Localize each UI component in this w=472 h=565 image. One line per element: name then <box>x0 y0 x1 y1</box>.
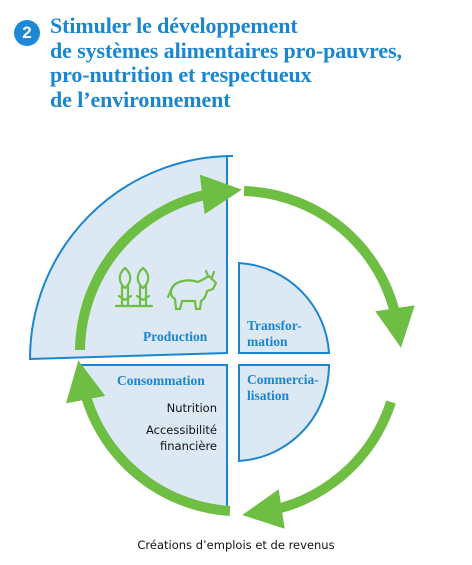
consommation-item-financiere: financière <box>160 439 217 453</box>
commercialisation-segment <box>238 364 331 463</box>
production-label: Production <box>143 329 208 344</box>
transformation-label: Transfor- mation <box>247 318 305 349</box>
arrow-top-right <box>243 186 415 348</box>
arrow-top-left <box>75 174 242 351</box>
transformation-label-line-1: Transfor- <box>247 318 302 333</box>
cow-icon <box>166 269 218 311</box>
commercialisation-label-line-2: lisation <box>247 388 290 403</box>
transformation-segment <box>238 261 331 354</box>
arrow-bottom-right <box>242 400 396 529</box>
step-number-badge: 2 <box>14 20 40 46</box>
transformation-label-line-2: mation <box>247 334 288 349</box>
consommation-item-accessibilite: Accessibilité <box>146 423 217 437</box>
consommation-item-nutrition: Nutrition <box>167 401 217 415</box>
title-line-2: de systèmes alimentaires pro-pauvres, <box>50 37 402 63</box>
commercialisation-label-line-1: Commercia- <box>247 372 319 387</box>
title-line-4: de l’environnement <box>50 86 231 112</box>
commercialisation-label: Commercia- lisation <box>247 372 322 403</box>
wheat-icon <box>114 266 154 308</box>
consommation-label: Consommation <box>117 373 205 388</box>
page-title: Stimuler le développement de systèmes al… <box>50 13 402 112</box>
title-line-3: pro-nutrition et respectueux <box>50 62 312 87</box>
arrow-bottom-left <box>66 360 231 516</box>
footer-caption: Créations d’emplois et de revenus <box>137 538 335 552</box>
title-line-1: Stimuler le développement <box>50 13 298 38</box>
